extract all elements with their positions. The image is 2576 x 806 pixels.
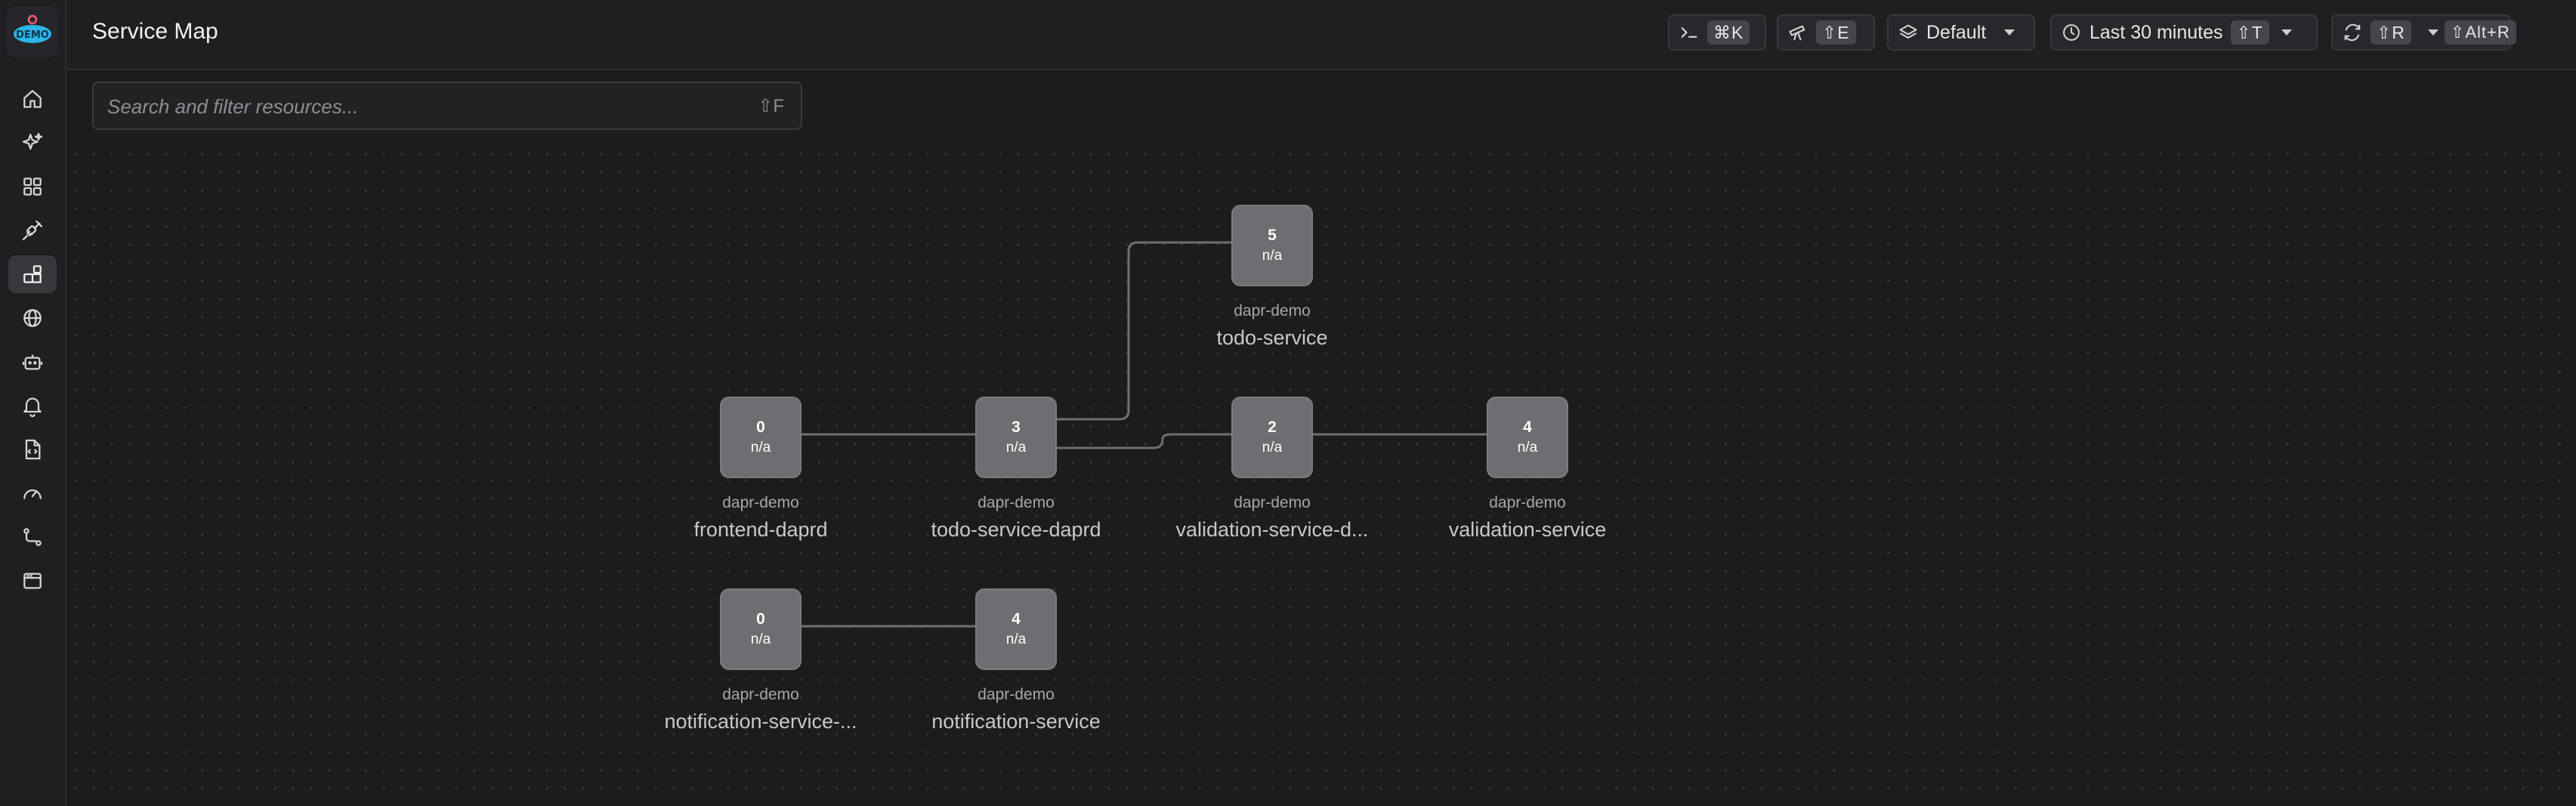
node-count: 4 — [1523, 418, 1532, 436]
command-shortcut: ⌘K — [1707, 20, 1750, 45]
service-node[interactable]: 5 n/a — [1231, 205, 1313, 286]
node-name: frontend-daprd — [693, 518, 828, 541]
gauge-icon — [23, 489, 42, 499]
node-count: 0 — [756, 418, 765, 436]
explore-button[interactable]: ⇧E — [1777, 14, 1875, 51]
node-stat: n/a — [750, 632, 771, 647]
time-range-shortcut: ⇧T — [2230, 20, 2269, 45]
terminal-icon — [1681, 27, 1697, 38]
chevron-down-icon — [2281, 29, 2292, 36]
node-namespace: dapr-demo — [722, 686, 799, 703]
app-logo[interactable]: DEMO — [7, 6, 58, 57]
service-map-canvas[interactable] — [66, 145, 2576, 806]
service-node[interactable]: 0 n/a — [720, 397, 802, 478]
browser-window-icon — [23, 573, 42, 589]
node-count: 2 — [1268, 418, 1277, 436]
bot-icon — [22, 354, 43, 370]
search-input[interactable] — [106, 89, 728, 124]
node-namespace: dapr-demo — [1489, 494, 1566, 511]
sidebar-item-network[interactable] — [8, 299, 57, 337]
chevron-down-icon — [2427, 29, 2439, 36]
node-stat: n/a — [1005, 440, 1027, 455]
node-namespace: dapr-demo — [978, 686, 1055, 703]
node-namespace: dapr-demo — [978, 494, 1055, 511]
node-name: validation-service — [1448, 518, 1607, 541]
explore-shortcut: ⇧E — [1816, 20, 1856, 45]
node-name: todo-service-daprd — [931, 518, 1101, 541]
globe-icon — [23, 309, 42, 327]
service-map-icon — [23, 265, 42, 283]
document-code-icon — [25, 439, 41, 460]
sidebar-item-browser[interactable] — [8, 562, 57, 600]
chevron-down-icon — [2004, 29, 2015, 36]
node-stat: n/a — [1005, 632, 1027, 647]
sidebar-item-agents[interactable] — [8, 343, 57, 381]
node-stat: n/a — [1262, 440, 1283, 455]
environment-select[interactable]: Default — [1887, 14, 2035, 51]
integrations-icon — [22, 220, 43, 241]
environment-label: Default — [1926, 21, 1987, 43]
service-node[interactable]: 3 n/a — [975, 397, 1057, 478]
node-name: todo-service — [1216, 326, 1328, 349]
sidebar-item-performance[interactable] — [8, 474, 57, 512]
layers-icon — [1899, 24, 1917, 39]
node-name: validation-service-d... — [1175, 518, 1369, 541]
sidebar-item-logs[interactable] — [8, 431, 57, 468]
telescope-icon — [1789, 25, 1805, 41]
page-title: Service Map — [92, 19, 218, 44]
node-count: 0 — [756, 610, 765, 628]
sparkles-icon — [22, 132, 43, 150]
sidebar-item-alerts[interactable] — [8, 387, 57, 425]
service-node[interactable]: 2 n/a — [1231, 397, 1313, 478]
auto-refresh-toggle[interactable]: ⇧Alt+R — [2420, 16, 2516, 49]
node-stat: n/a — [750, 440, 771, 455]
command-palette-button[interactable]: ⌘K — [1668, 14, 1766, 51]
route-icon — [23, 528, 42, 546]
service-node[interactable]: 0 n/a — [720, 588, 802, 670]
search-shortcut: ⇧F — [758, 96, 784, 116]
node-count: 5 — [1268, 227, 1277, 244]
service-node[interactable]: 4 n/a — [1487, 397, 1568, 478]
auto-refresh-shortcut: ⇧Alt+R — [2444, 20, 2516, 45]
sidebar-item-integrations[interactable] — [8, 212, 57, 249]
node-stat: n/a — [1262, 248, 1283, 264]
home-icon — [23, 90, 42, 108]
refresh-button-group: ⇧R ⇧Alt+R — [2331, 14, 2516, 51]
sidebar-item-home[interactable] — [8, 80, 57, 118]
resource-search: ⇧F — [92, 82, 802, 130]
sidebar-item-ai[interactable] — [8, 124, 57, 162]
sidebar: DEMO — [0, 0, 66, 806]
clock-icon — [2063, 24, 2080, 41]
node-namespace: dapr-demo — [1234, 494, 1311, 511]
time-range-select[interactable]: Last 30 minutes ⇧T — [2050, 14, 2318, 51]
node-name: notification-service-... — [664, 710, 857, 733]
refresh-button[interactable]: ⇧R — [2342, 16, 2420, 49]
node-namespace: dapr-demo — [1234, 302, 1311, 320]
refresh-icon — [2344, 23, 2361, 42]
refresh-shortcut: ⇧R — [2371, 20, 2411, 45]
service-node[interactable]: 4 n/a — [975, 588, 1057, 670]
time-range-label: Last 30 minutes — [2090, 21, 2223, 43]
node-count: 3 — [1012, 418, 1021, 436]
node-name: notification-service — [931, 710, 1101, 733]
bell-icon — [23, 397, 42, 418]
svg-text:DEMO: DEMO — [16, 29, 49, 41]
node-namespace: dapr-demo — [722, 494, 799, 511]
sidebar-item-traces[interactable] — [8, 518, 57, 556]
sidebar-item-service-map[interactable] — [8, 255, 57, 293]
dashboards-icon — [23, 178, 42, 196]
node-stat: n/a — [1517, 440, 1538, 455]
demo-logo-icon: DEMO — [14, 14, 51, 43]
sidebar-item-dashboards[interactable] — [8, 168, 57, 205]
node-count: 4 — [1012, 610, 1021, 628]
